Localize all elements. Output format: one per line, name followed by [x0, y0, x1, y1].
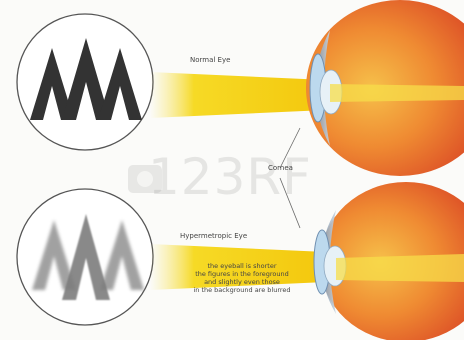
normal-light-beam	[150, 72, 326, 118]
watermark-camera-icon	[128, 165, 162, 193]
cornea-label: Cornea	[268, 164, 293, 172]
caption-line: and slightly even those	[172, 278, 312, 286]
caption-line: the eyeball is shorter	[172, 262, 312, 270]
hypermetropic-eyeball	[314, 182, 464, 340]
normal-eyeball	[306, 0, 464, 176]
caption-line: the figures in the foreground	[172, 270, 312, 278]
hypermetropic-eye-label: Hypermetropic Eye	[180, 232, 247, 240]
normal-eye-group	[17, 0, 464, 176]
caption: the eyeball is shorter the figures in th…	[172, 262, 312, 294]
hypermetropic-eye-group	[17, 182, 464, 340]
normal-eye-label: Normal Eye	[190, 56, 230, 64]
cornea-pointer-lines	[280, 128, 300, 228]
caption-line: in the background are blurred	[172, 286, 312, 294]
